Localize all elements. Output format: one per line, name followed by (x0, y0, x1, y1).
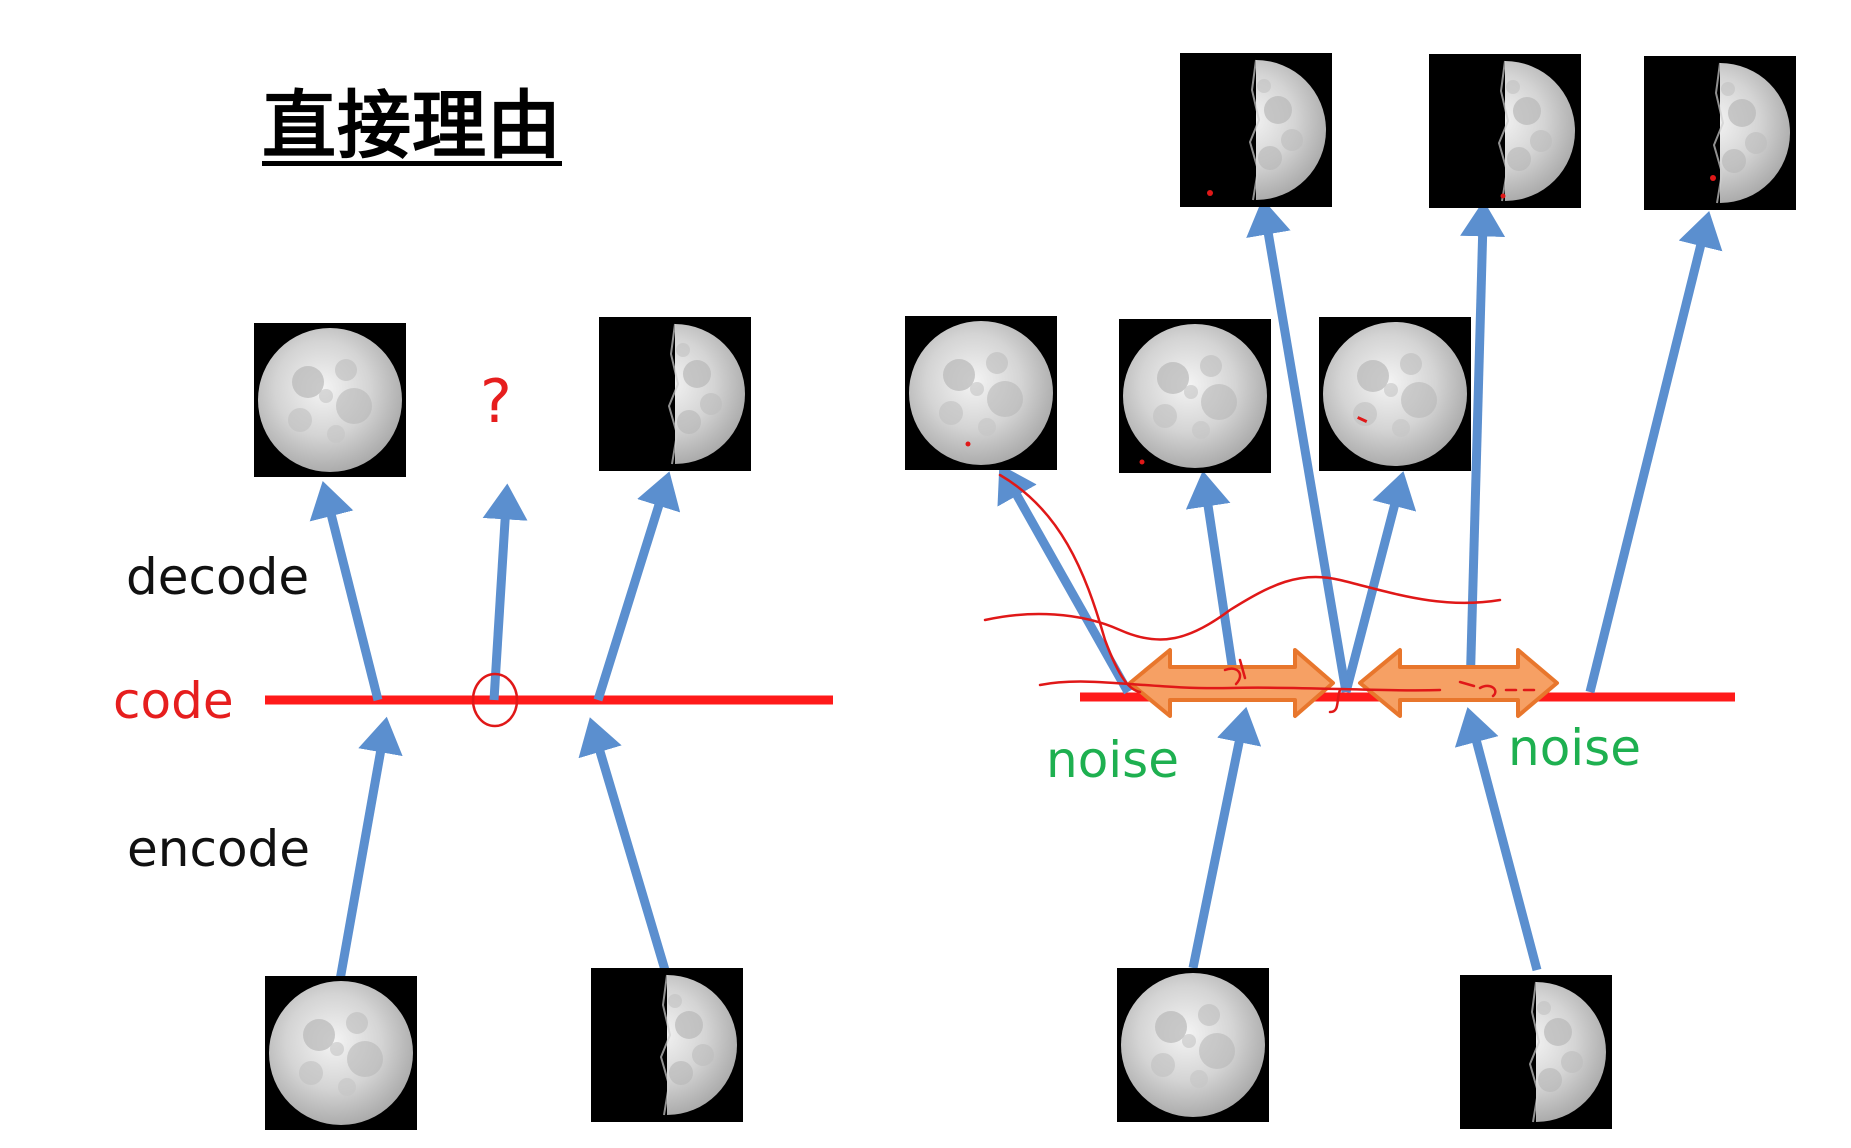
arrow-encode-half (578, 717, 670, 972)
noise-label-right: noise (1508, 719, 1641, 777)
question-mark: ? (480, 367, 512, 437)
image-right-half-out-1 (1180, 53, 1332, 207)
arrow-out-1 (997, 464, 1132, 695)
arrow-encode-half-r (1454, 707, 1542, 972)
arrow-out-4 (1246, 198, 1351, 693)
arrow-out-3 (1341, 471, 1417, 694)
ink-curve-wave (983, 575, 1502, 641)
image-right-full-in (1117, 968, 1269, 1122)
arrow-out-5 (1460, 200, 1506, 693)
noise-arrows (1128, 648, 1559, 718)
noise-label-left: noise (1046, 731, 1179, 789)
ink-annotations (471, 473, 1536, 728)
image-right-full-out-2 (1119, 319, 1271, 473)
arrow-decode-mid (482, 483, 528, 701)
image-left-half-out (599, 317, 751, 471)
ink-scribble-3 (1328, 688, 1342, 714)
arrow-decode-half (593, 471, 681, 702)
image-left-full-in (265, 976, 417, 1130)
left-arrows (309, 471, 681, 981)
encode-label: encode (127, 820, 311, 878)
ink-dots (965, 175, 1716, 465)
ink-scribble-2 (1458, 680, 1536, 698)
right-arrows (997, 198, 1723, 972)
ink-scribble-1 (1223, 658, 1247, 686)
decode-label: decode (126, 548, 310, 606)
noise-arrow-left (1128, 648, 1335, 718)
image-right-full-out-1 (905, 316, 1057, 470)
arrow-out-6 (1585, 211, 1723, 694)
ink-line-low (1038, 680, 1442, 692)
code-label: code (113, 672, 234, 730)
image-right-half-in (1460, 975, 1612, 1129)
image-left-half-in (591, 968, 743, 1122)
ink-circle-code (471, 672, 519, 728)
noise-arrow-right (1358, 648, 1559, 718)
arrow-out-2 (1185, 470, 1241, 693)
arrow-encode-full (335, 716, 403, 981)
image-right-full-out-3 (1319, 317, 1471, 471)
arrow-decode-full (309, 481, 383, 702)
image-right-half-out-3 (1644, 56, 1796, 210)
image-right-half-out-2 (1429, 54, 1581, 208)
arrow-encode-full-r (1188, 706, 1262, 969)
slide-title: 直接理由 (262, 83, 562, 169)
image-left-full-out (254, 323, 406, 477)
